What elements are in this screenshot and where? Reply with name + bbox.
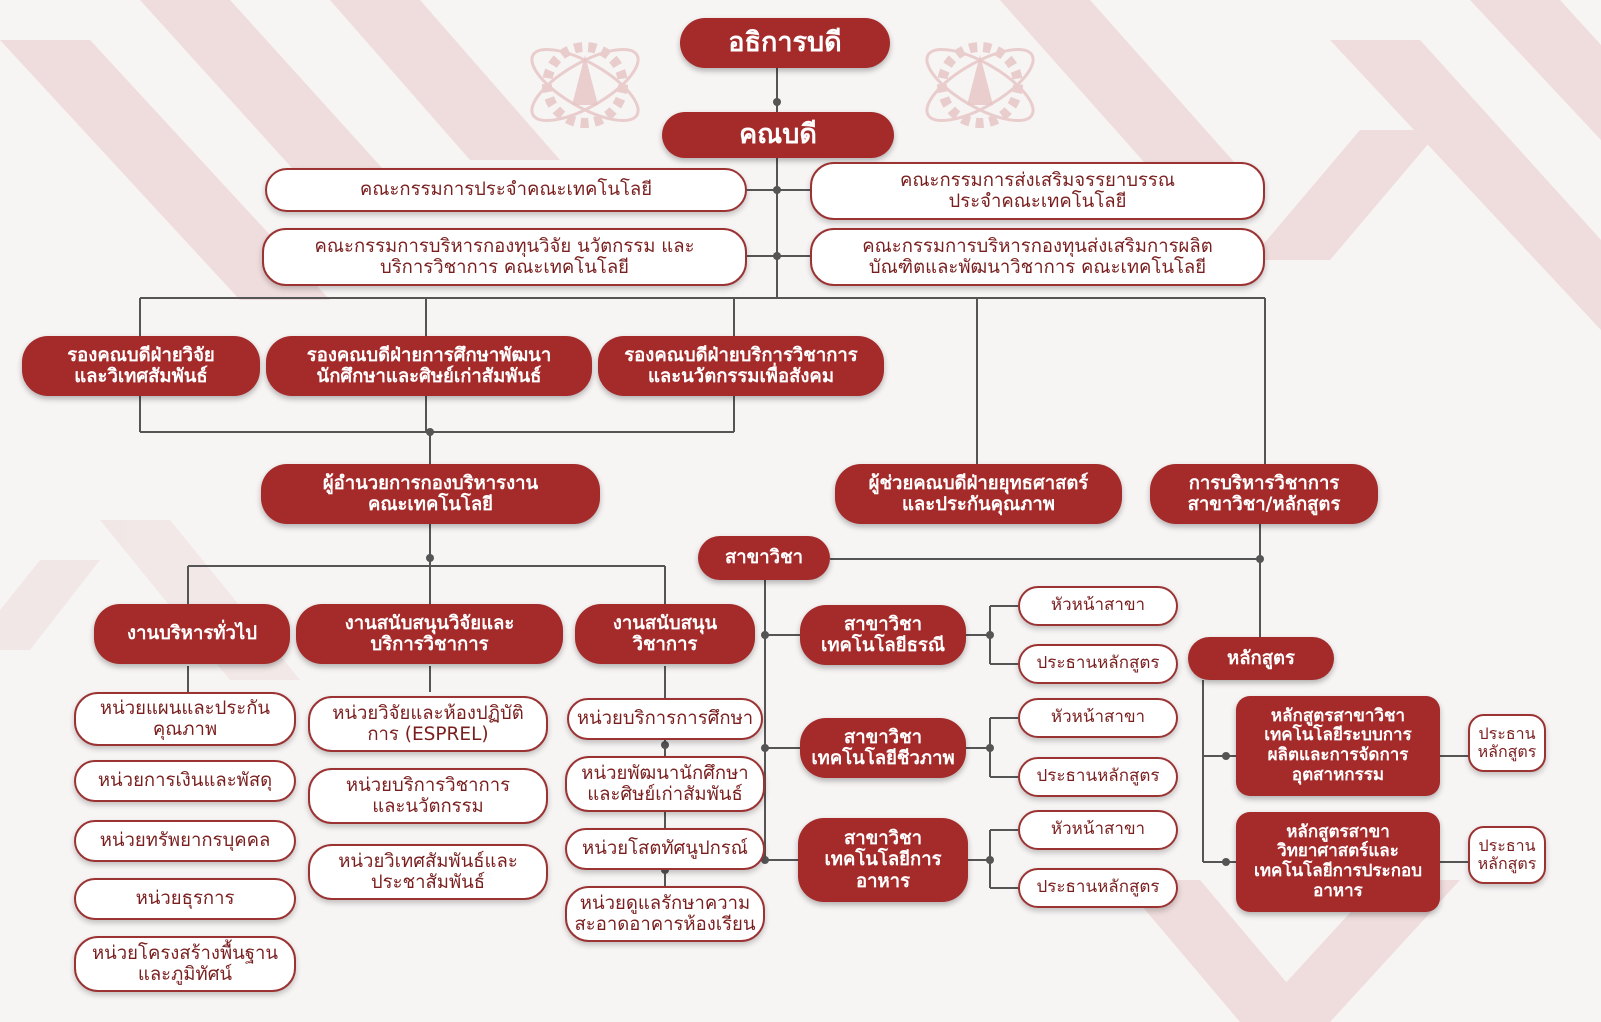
unit-academic-service: หน่วยบริการวิชาการ และนวัตกรรม [308,768,548,824]
unit-education-service: หน่วยบริการการศึกษา [567,698,763,740]
dept-geo-chair: ประธานหลักสูตร [1018,644,1178,684]
director-box: ผู้อำนวยการกองบริหารงาน คณะเทคโนโลยี [261,464,600,524]
curriculum-food-science: หลักสูตรสาขา วิทยาศาสตร์และ เทคโนโลยีการ… [1236,812,1440,912]
dept-bio-head: หัวหน้าสาขา [1018,698,1178,738]
curriculum-2-chair: ประธาน หลักสูตร [1468,826,1546,884]
section-academic-support-box: งานสนับสนุน วิชาการ [575,604,755,664]
section-general-admin-box: งานบริหารทั่วไป [94,604,290,664]
department-biotechnology: สาขาวิชา เทคโนโลยีชีวภาพ [800,718,966,778]
committee-research-fund-box: คณะกรรมการบริหารกองทุนวิจัย นวัตกรรม และ… [262,228,747,286]
department-geotechnology: สาขาวิชา เทคโนโลยีธรณี [800,605,966,665]
unit-finance: หน่วยการเงินและพัสดุ [74,760,296,802]
vice-dean-education-box: รองคณบดีฝ่ายการศึกษาพัฒนา นักศึกษาและศิษ… [266,336,592,396]
unit-hr: หน่วยทรัพยากรบุคคล [74,820,296,862]
unit-admin: หน่วยธุรการ [74,878,296,920]
university-emblem-left [530,42,640,128]
curriculum-header: หลักสูตร [1188,637,1334,680]
unit-cleaning: หน่วยดูแลรักษาความ สะอาดอาคารห้องเรียน [565,886,765,942]
unit-audiovisual: หน่วยโสตทัศนูปกรณ์ [565,828,765,870]
dept-bio-chair: ประธานหลักสูตร [1018,757,1178,797]
committee-graduate-fund-box: คณะกรรมการบริหารกองทุนส่งเสริมการผลิต บั… [810,228,1265,286]
unit-infrastructure: หน่วยโครงสร้างพื้นฐาน และภูมิทัศน์ [74,936,296,992]
unit-international-relations: หน่วยวิเทศสัมพันธ์และ ประชาสัมพันธ์ [308,844,548,900]
curriculum-industrial-management: หลักสูตรสาขาวิชา เทคโนโลยีระบบการ ผลิตแล… [1236,696,1440,796]
academic-admin-box: การบริหารวิชาการ สาขาวิชา/หลักสูตร [1150,464,1378,524]
committee-ethics-box: คณะกรรมการส่งเสริมจรรยาบรรณ ประจำคณะเทคโ… [810,162,1265,220]
curriculum-1-chair: ประธาน หลักสูตร [1468,714,1546,772]
assistant-dean-box: ผู้ช่วยคณบดีฝ่ายยุทธศาสตร์ และประกันคุณภ… [835,464,1122,524]
committee-faculty-box: คณะกรรมการประจำคณะเทคโนโลยี [265,168,747,212]
unit-student-development: หน่วยพัฒนานักศึกษา และศิษย์เก่าสัมพันธ์ [565,756,765,812]
dean-box: คณบดี [662,112,894,158]
dept-food-chair: ประธานหลักสูตร [1018,868,1178,908]
university-president-box: อธิการบดี [680,18,890,68]
departments-header: สาขาวิชา [698,536,830,580]
dept-geo-head: หัวหน้าสาขา [1018,586,1178,626]
dept-food-head: หัวหน้าสาขา [1018,810,1178,850]
university-emblem-right [925,42,1035,128]
department-food-technology: สาขาวิชา เทคโนโลยีการ อาหาร [798,818,968,902]
unit-research-lab: หน่วยวิจัยและห้องปฏิบัติ การ (ESPREL) [308,696,548,752]
unit-planning-qa: หน่วยแผนและประกัน คุณภาพ [74,692,296,746]
vice-dean-research-box: รองคณบดีฝ่ายวิจัย และวิเทศสัมพันธ์ [22,336,260,396]
section-research-support-box: งานสนับสนุนวิจัยและ บริการวิชาการ [296,604,563,664]
vice-dean-services-box: รองคณบดีฝ่ายบริการวิชาการ และนวัตกรรมเพื… [598,336,884,396]
